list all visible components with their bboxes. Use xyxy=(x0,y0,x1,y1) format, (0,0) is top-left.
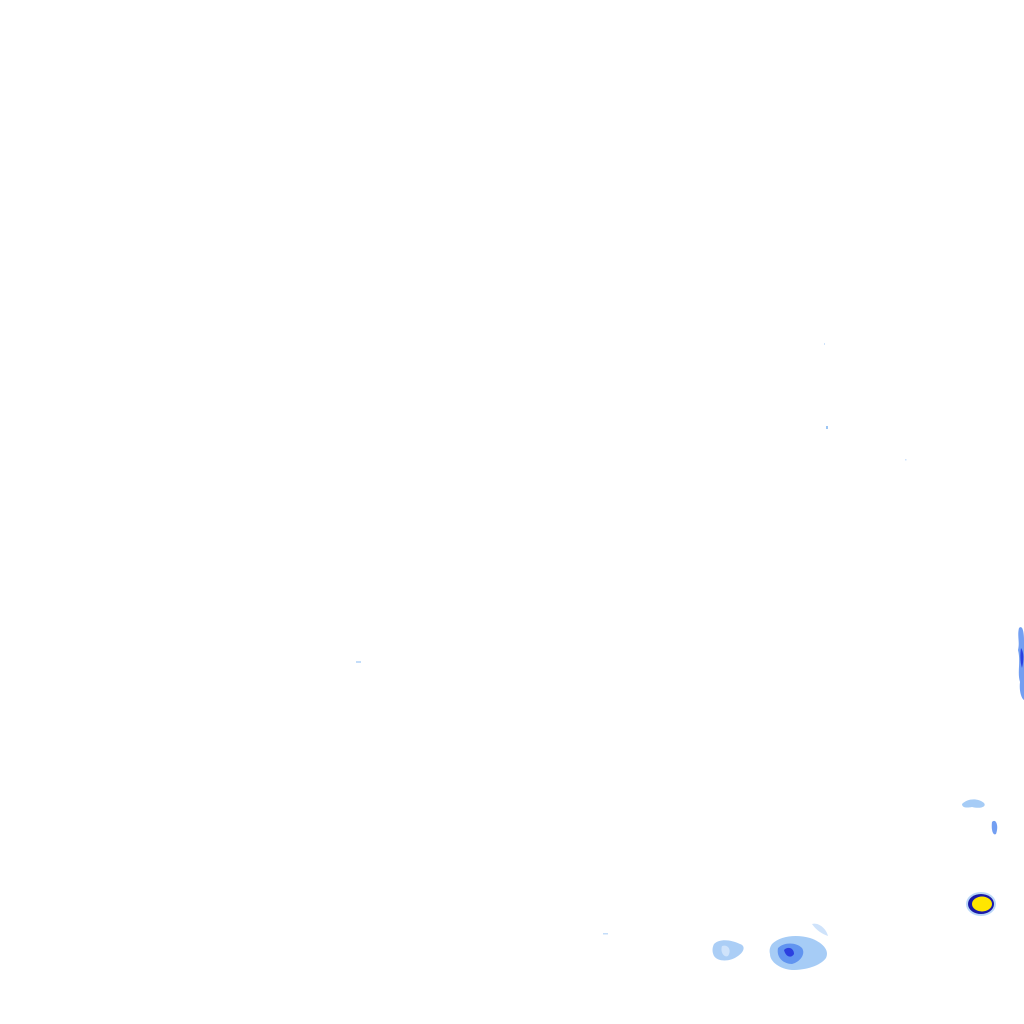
precip-echo-trace-specks xyxy=(356,343,907,935)
precip-echo-bottom-cluster xyxy=(712,923,828,970)
precip-echo-intense-cell xyxy=(966,892,996,916)
precip-echo-right-edge xyxy=(1018,627,1024,700)
precip-echo-light-cluster-right xyxy=(962,799,998,835)
